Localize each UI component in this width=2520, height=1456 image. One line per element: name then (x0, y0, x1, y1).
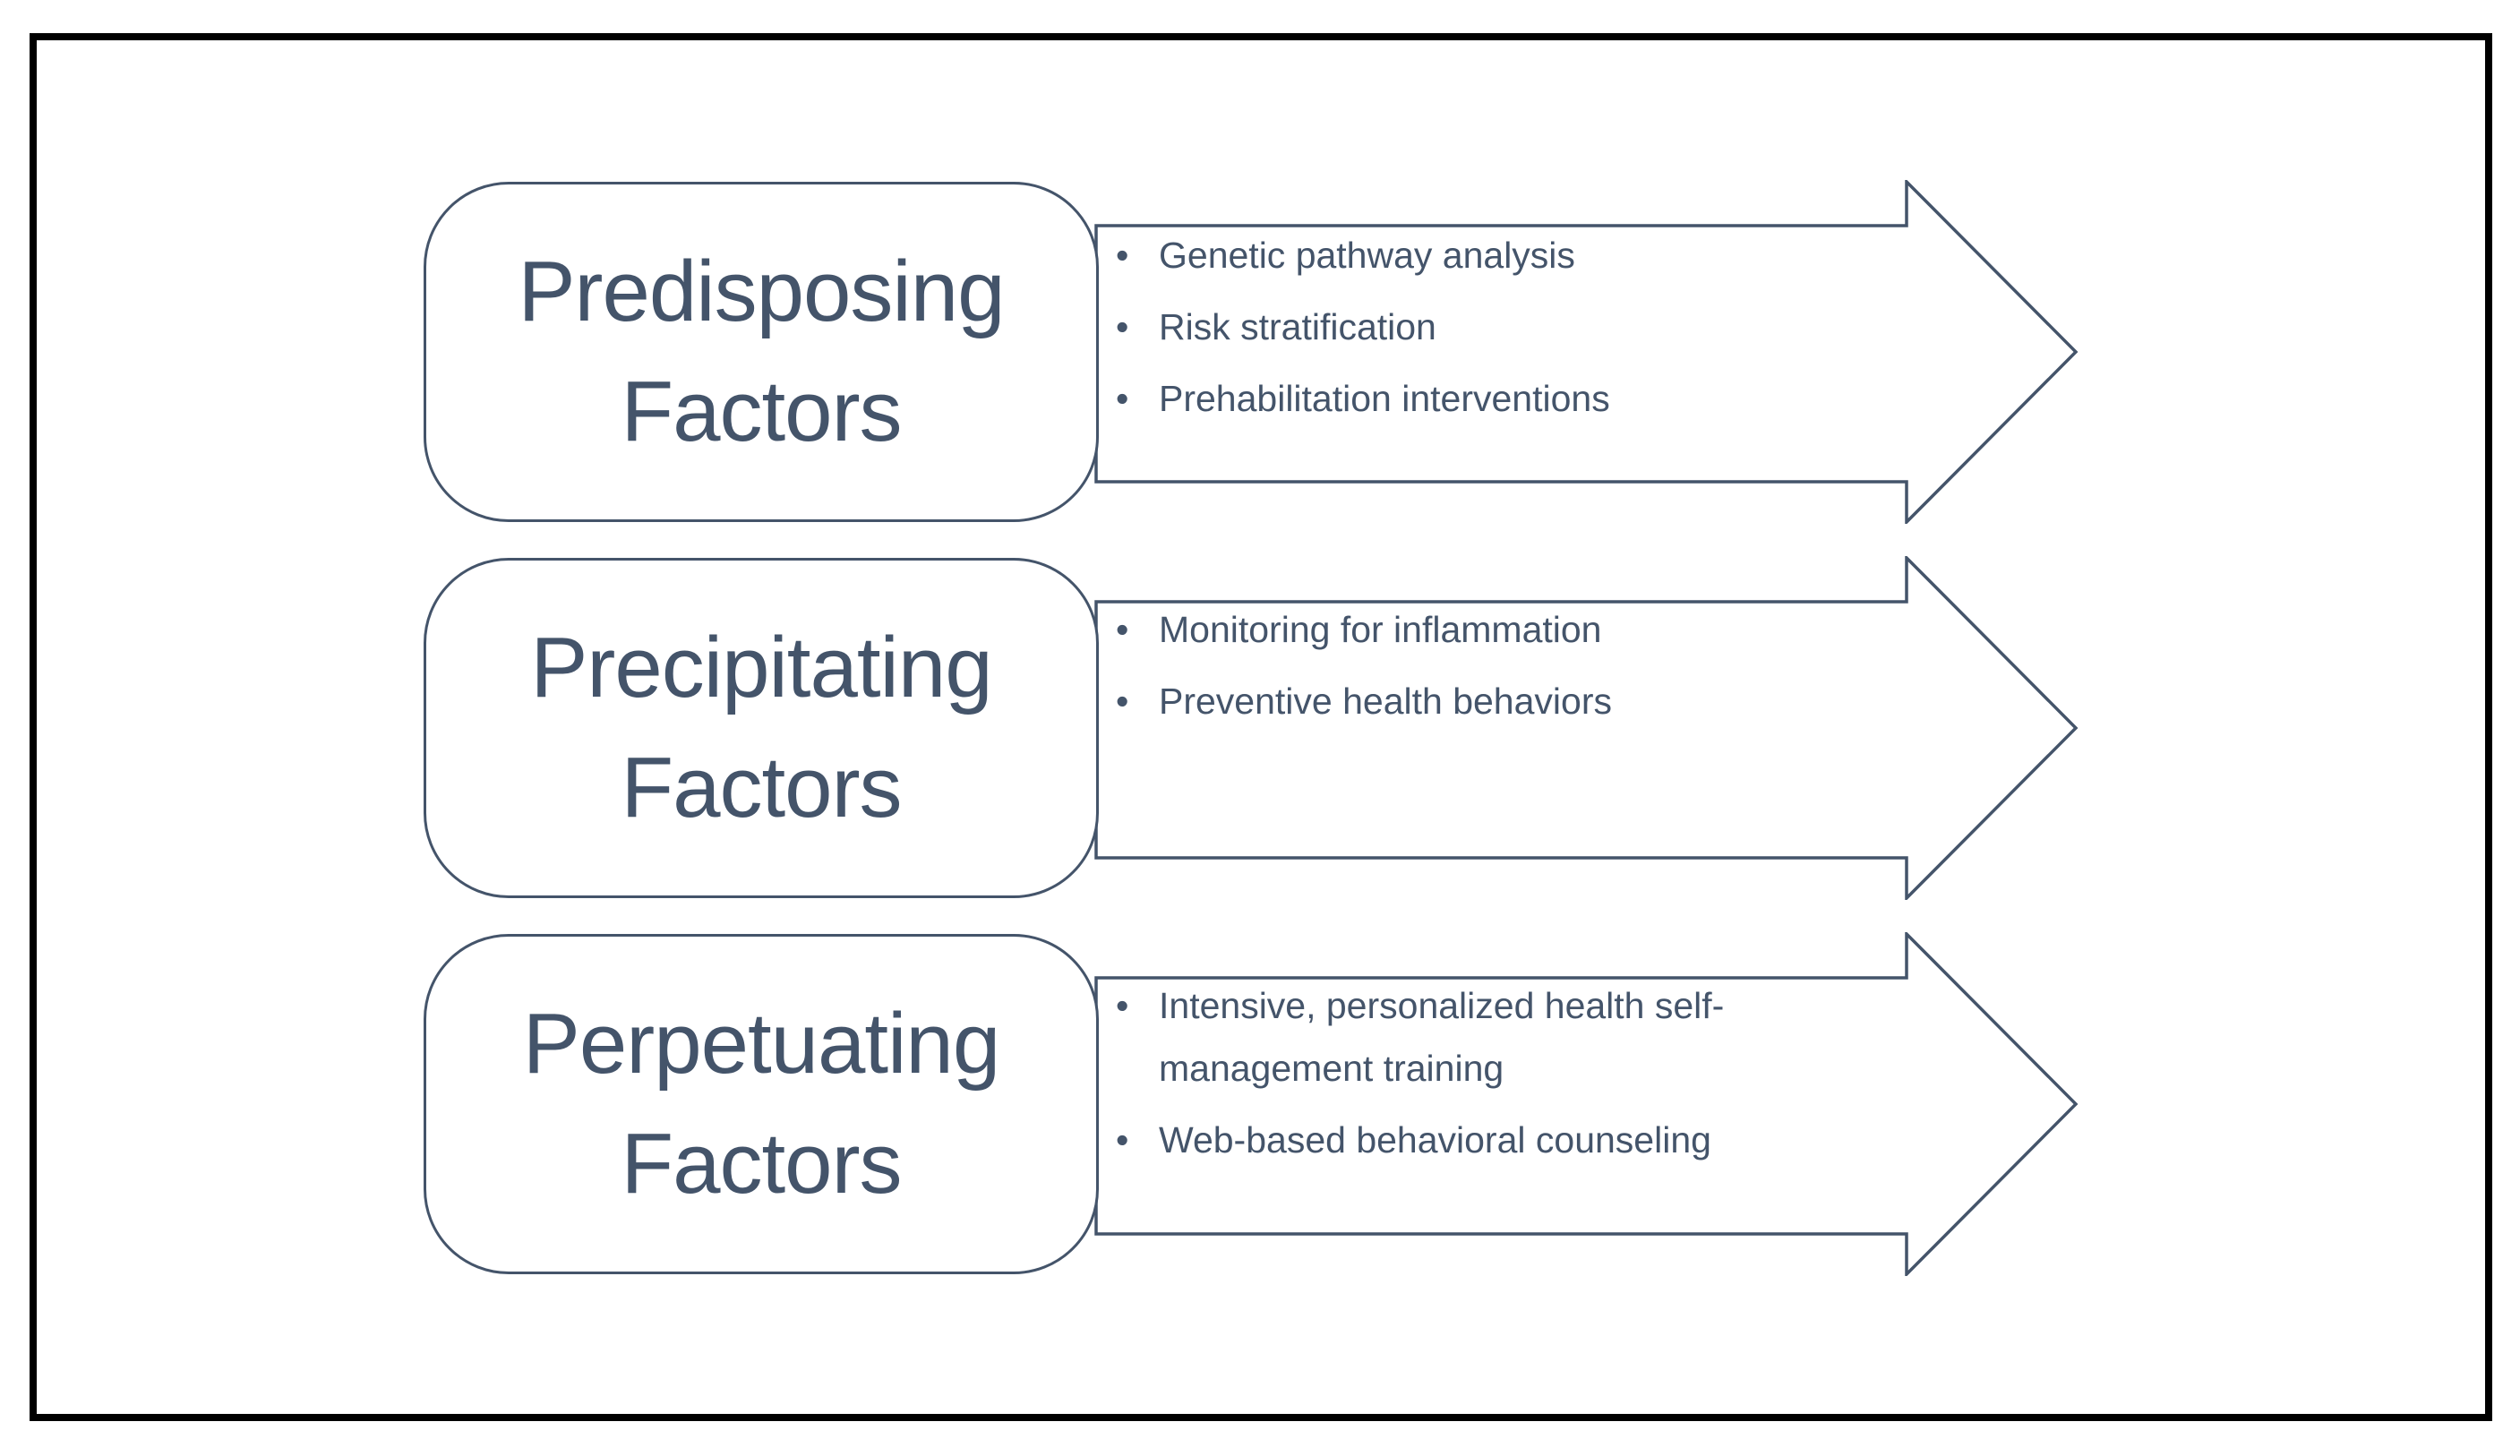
bullet-list-predisposing: • Genetic pathway analysis • Risk strati… (1116, 224, 1933, 439)
right-arrow-shape (1094, 180, 2079, 524)
bullet-marker-icon: • (1116, 1119, 1129, 1161)
bullet-marker-icon: • (1116, 985, 1129, 1026)
factor-box-title: Perpetuating Factors (522, 996, 1000, 1212)
factor-box-predisposing: Predisposing Factors (424, 182, 1099, 522)
bullet-text: Preventive health behaviors (1159, 681, 1612, 722)
bullet-list-precipitating: • Monitoring for inflammation • Preventi… (1116, 598, 1933, 741)
bullet-text: Intensive, personalized health self-mana… (1159, 985, 1725, 1089)
bullet-marker-icon: • (1116, 378, 1129, 419)
bullet-text: Prehabilitation interventions (1159, 378, 1610, 419)
bullet-marker-icon: • (1116, 235, 1129, 276)
bullet-item: • Intensive, personalized health self-ma… (1116, 974, 1933, 1100)
bullet-text: Genetic pathway analysis (1159, 235, 1575, 276)
bullet-marker-icon: • (1116, 306, 1129, 347)
bullet-item: • Preventive health behaviors (1116, 670, 1933, 732)
bullet-item: • Prehabilitation interventions (1116, 367, 1933, 430)
factor-box-precipitating: Precipitating Factors (424, 558, 1099, 898)
bullet-text: Monitoring for inflammation (1159, 609, 1602, 650)
bullet-marker-icon: • (1116, 609, 1129, 650)
factor-box-title: Precipitating Factors (530, 620, 992, 835)
bullet-item: • Risk stratification (1116, 295, 1933, 358)
bullet-item: • Genetic pathway analysis (1116, 224, 1933, 287)
bullet-list-perpetuating: • Intensive, personalized health self-ma… (1116, 974, 1933, 1180)
bullet-item: • Web-based behavioral counseling (1116, 1109, 1933, 1171)
bullet-marker-icon: • (1116, 681, 1129, 722)
bullet-text: Web-based behavioral counseling (1159, 1119, 1711, 1161)
bullet-text: Risk stratification (1159, 306, 1436, 347)
right-arrow-shape (1094, 556, 2079, 900)
factor-box-perpetuating: Perpetuating Factors (424, 934, 1099, 1274)
bullet-item: • Monitoring for inflammation (1116, 598, 1933, 661)
factor-box-title: Predisposing Factors (518, 244, 1006, 459)
right-arrow-shape (1094, 932, 2079, 1276)
